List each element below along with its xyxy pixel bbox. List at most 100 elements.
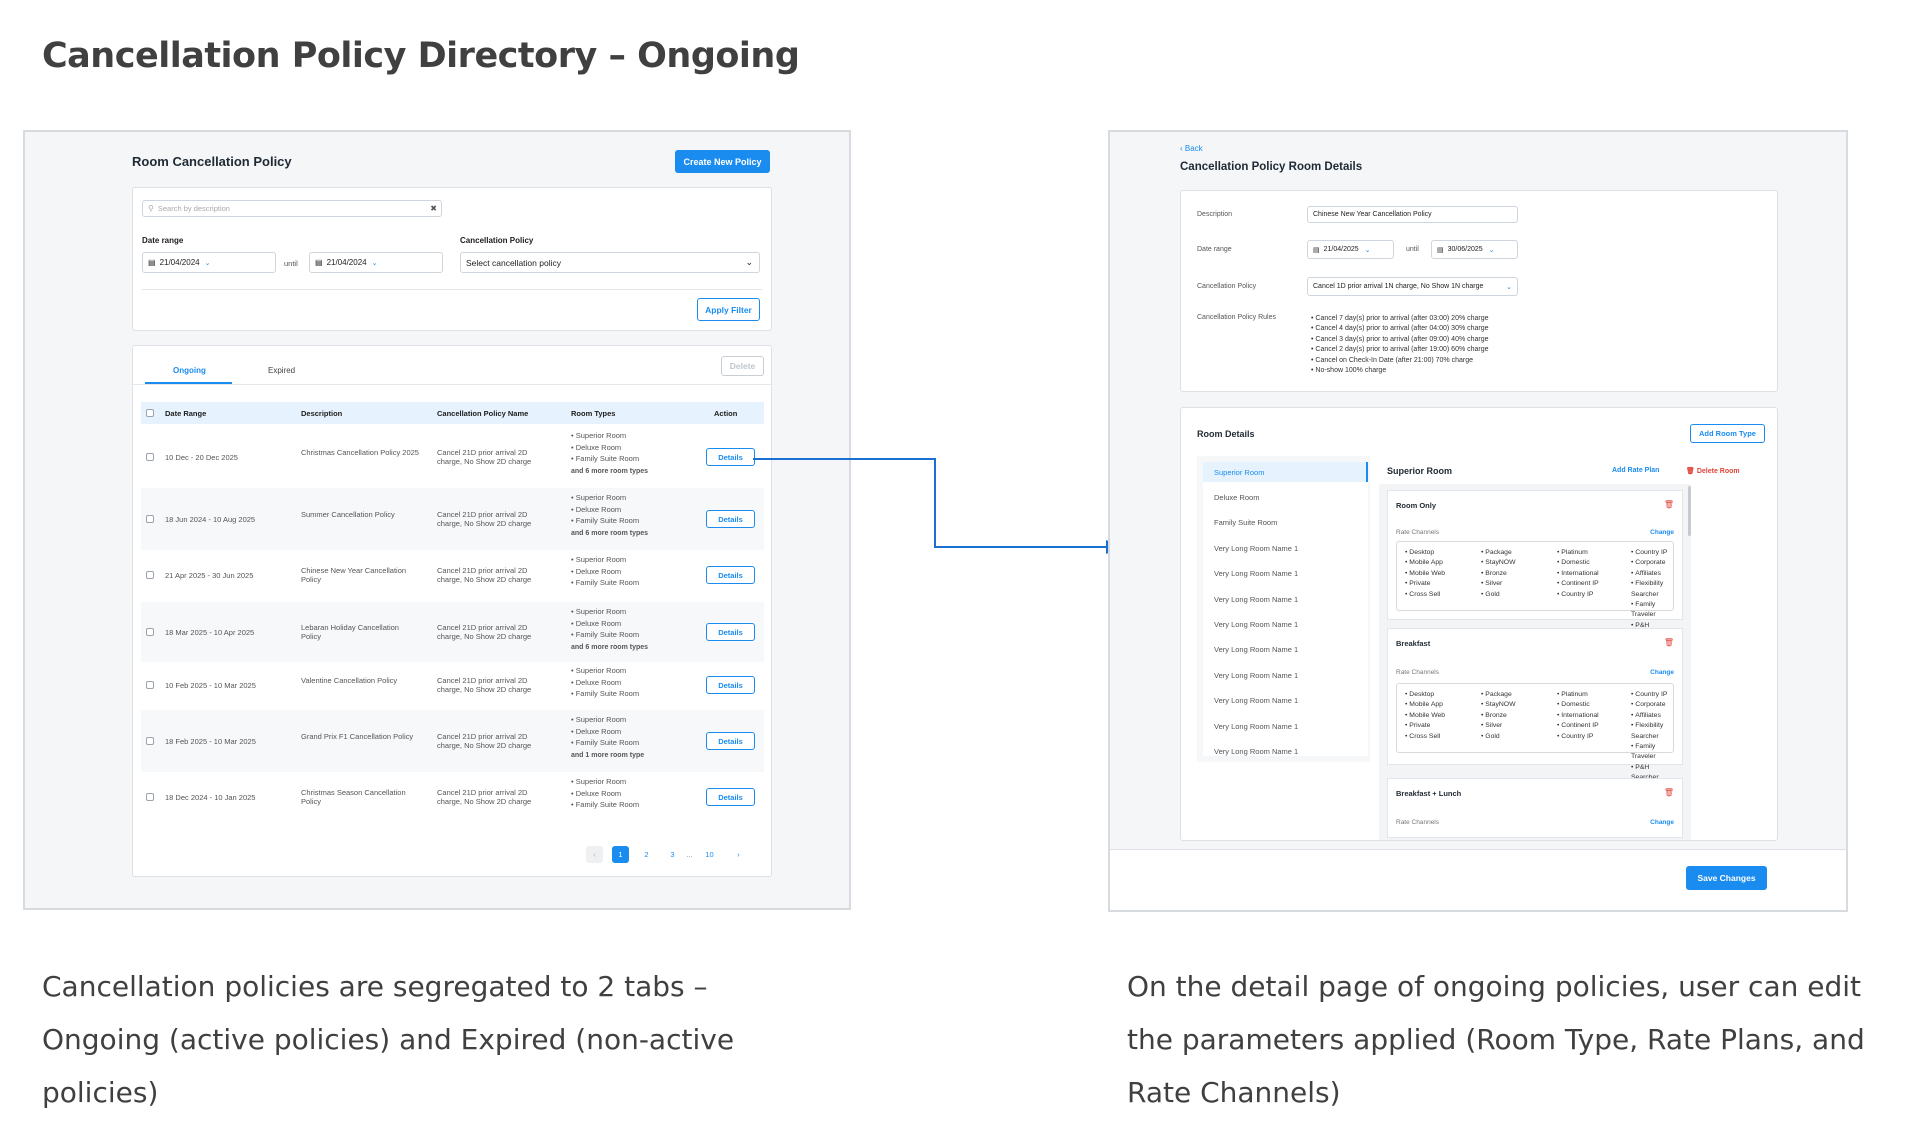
date-to-field[interactable]: ▤30/06/2025⌄ [1431,240,1518,259]
room-list-item[interactable]: Deluxe Room [1214,492,1260,502]
channel-item: • Country IP [1557,590,1594,598]
channel-item: • Gold [1481,590,1500,598]
channel-item: • Silver [1481,580,1503,588]
page-2[interactable]: 2 [644,850,649,859]
room-list-item[interactable]: Very Long Room Name 1 [1214,746,1299,756]
room-details-card: Room Details Add Room Type Superior Room… [1180,407,1778,841]
row-description: Christmas Season Cancellation Policy [301,788,406,806]
delete-button[interactable]: Delete [721,356,764,376]
row-checkbox[interactable] [146,515,154,523]
details-button[interactable]: Details [706,510,755,528]
date-from-field[interactable]: ▤ 21/04/2024 ⌄ [142,252,276,273]
details-button[interactable]: Details [706,623,755,641]
search-input[interactable]: ⚲ Search by description ✖ [142,200,442,217]
row-checkbox[interactable] [146,628,154,636]
page-10[interactable]: 10 [705,850,714,859]
trash-icon[interactable]: 🗑 [1663,500,1674,509]
tab-expired[interactable]: Expired [268,366,296,375]
col-room-types: Room Types [571,409,616,418]
details-button[interactable]: Details [706,732,755,750]
page-3[interactable]: 3 [670,850,675,859]
more-room-types-link[interactable]: and 1 more room type [571,751,645,759]
policy-select[interactable]: Cancel 1D prior arrival 1N charge, No Sh… [1307,277,1518,296]
add-room-type-button[interactable]: Add Room Type [1690,424,1765,443]
channel-item: • Domestic [1557,559,1590,567]
channels-grid: • Desktop• Mobile App• Mobile Web• Priva… [1396,541,1674,639]
channel-item: • Flexibility Searcher [1631,580,1664,598]
more-room-types-link[interactable]: and 6 more room types [571,529,649,537]
row-checkbox[interactable] [146,681,154,689]
change-link[interactable]: Change [1650,819,1674,826]
details-button[interactable]: Details [706,676,755,694]
page-1[interactable]: 1 [612,846,629,863]
channel-item: • Corporate [1631,559,1666,567]
description-field[interactable]: Chinese New Year Cancellation Policy [1307,206,1518,223]
room-list-item[interactable]: Very Long Room Name 1 [1214,645,1299,655]
right-screen: ‹ Back Cancellation Policy Room Details … [1108,130,1848,912]
details-button[interactable]: Details [706,448,755,466]
room-list-item[interactable]: Very Long Room Name 1 [1214,594,1299,604]
rate-channels-label: Rate Channels [1396,669,1439,676]
prev-page-button[interactable]: ‹ [586,846,603,863]
room-list-item[interactable]: Very Long Room Name 1 [1214,543,1299,553]
row-description: Summer Cancellation Policy [301,510,395,519]
channel-item: • Desktop [1405,691,1435,698]
chevron-down-icon: ⌄ [1488,246,1495,254]
scrollbar[interactable] [1688,486,1691,536]
policy-label: Cancellation Policy [460,236,534,245]
next-page-button[interactable]: › [737,850,740,859]
row-checkbox[interactable] [146,453,154,461]
footer-bar: Save Changes [1110,849,1846,910]
row-checkbox[interactable] [146,737,154,745]
change-link[interactable]: Change [1650,669,1674,676]
trash-icon[interactable]: 🗑 [1663,788,1674,797]
tab-ongoing[interactable]: Ongoing [173,366,206,375]
delete-room-link[interactable]: 🗑 Delete Room [1686,468,1740,475]
table-row: 18 Dec 2024 - 10 Jan 2025 Christmas Seaso… [141,772,764,822]
channel-item: • Flexibility Searcher [1631,722,1664,740]
channel-item: • Package [1481,691,1512,698]
room-list-item[interactable]: Very Long Room Name 1 [1214,569,1299,579]
policy-select[interactable]: Select cancellation policy ⌄ [460,252,760,273]
create-policy-button[interactable]: Create New Policy [675,150,770,173]
col-date-range: Date Range [165,409,207,418]
chevron-down-icon: ⌄ [745,257,753,267]
row-checkbox[interactable] [146,571,154,579]
channel-item: • Cross Sell [1405,590,1441,598]
row-date-range: 18 Jun 2024 - 10 Aug 2025 [165,515,256,524]
clear-icon[interactable]: ✖ [430,204,437,213]
room-list-item[interactable]: Very Long Room Name 1 [1214,721,1299,731]
more-room-types-link[interactable]: and 6 more room types [571,643,649,651]
row-room-type: • Superior Room [571,666,627,675]
trash-icon: 🗑 [1686,468,1695,475]
back-link[interactable]: ‹ Back [1180,144,1203,153]
room-list-item[interactable]: Very Long Room Name 1 [1214,619,1299,629]
room-list-item[interactable]: Superior Room [1203,462,1368,482]
row-date-range: 18 Dec 2024 - 10 Jan 2025 [165,793,256,802]
date-from-field[interactable]: ▤21/04/2025⌄ [1307,240,1394,259]
save-changes-button[interactable]: Save Changes [1686,866,1767,890]
date-to-field[interactable]: ▤ 21/04/2024 ⌄ [309,252,443,273]
room-list-item[interactable]: Family Suite Room [1214,518,1278,528]
calendar-icon: ▤ [1437,246,1444,254]
add-rate-plan-link[interactable]: Add Rate Plan [1612,467,1660,474]
details-button[interactable]: Details [706,788,755,806]
room-list-item[interactable]: Very Long Room Name 1 [1214,696,1299,706]
select-all-checkbox[interactable] [146,409,154,417]
row-date-range: 21 Apr 2025 - 30 Jun 2025 [165,571,254,580]
channel-item: • International [1557,711,1599,719]
channel-item: • Mobile Web [1405,711,1446,719]
channel-item: • Continent IP [1557,722,1599,730]
change-link[interactable]: Change [1650,529,1674,536]
apply-filter-button[interactable]: Apply Filter [697,298,760,321]
search-icon: ⚲ [148,204,154,213]
room-list-item[interactable]: Very Long Room Name 1 [1214,670,1299,680]
row-date-range: 18 Mar 2025 - 10 Apr 2025 [165,628,255,637]
details-button[interactable]: Details [706,566,755,584]
row-checkbox[interactable] [146,793,154,801]
more-room-types-link[interactable]: and 6 more room types [571,467,649,475]
calendar-icon: ▤ [315,258,323,267]
trash-icon[interactable]: 🗑 [1663,638,1674,647]
